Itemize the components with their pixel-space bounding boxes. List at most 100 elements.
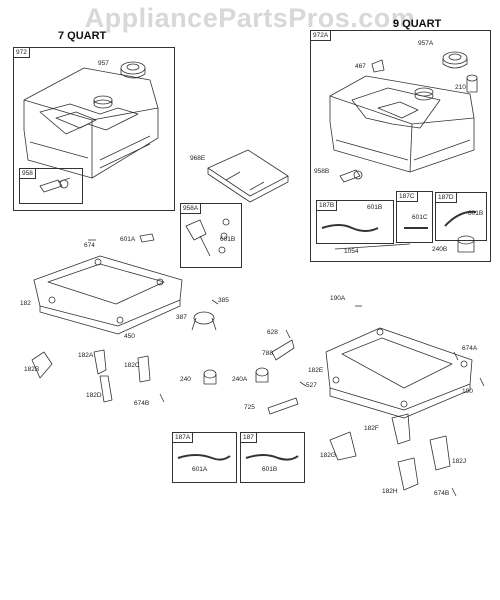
box-972-tag: 972 <box>14 48 30 58</box>
box-187C: 187C <box>396 191 433 243</box>
label-674B-b: 674B <box>434 490 450 497</box>
fuel-cap-957A <box>442 51 468 69</box>
label-210: 210 <box>455 84 466 91</box>
tie-1054 <box>334 243 411 250</box>
label-527: 527 <box>306 382 317 389</box>
fuel-tank-7-quart <box>23 67 159 179</box>
label-190A: 190A <box>330 295 346 302</box>
fuel-tank-9-quart <box>329 75 475 173</box>
label-725: 725 <box>244 404 255 411</box>
label-601B-c: 601B <box>220 236 236 243</box>
label-450: 450 <box>124 333 135 340</box>
label-968E: 968E <box>190 155 206 162</box>
label-190: 190 <box>462 388 473 395</box>
label-1054: 1054 <box>344 248 359 255</box>
box-187D: 187D <box>435 192 487 241</box>
label-182J: 182J <box>452 458 467 465</box>
box-187C-tag: 187C <box>397 192 418 202</box>
box-187: 187 <box>240 432 305 483</box>
label-601A-b: 601A <box>192 466 208 473</box>
hose-187B <box>321 224 379 232</box>
screw-674A <box>453 351 459 361</box>
screw-385 <box>211 299 219 305</box>
hose-725 <box>267 397 299 415</box>
bracket-182B <box>31 351 53 379</box>
box-972A: 972A <box>310 30 491 262</box>
frame-182 <box>33 255 183 335</box>
filter-240B <box>457 235 475 253</box>
hose-187D <box>444 210 477 227</box>
shutoff-valve-958B <box>339 169 363 183</box>
label-182D: 182D <box>86 392 102 399</box>
screw-628 <box>285 329 291 339</box>
shutoff-valve-958A <box>185 218 230 257</box>
label-182C: 182C <box>124 362 140 369</box>
label-182A: 182A <box>78 352 94 359</box>
box-972: 972 <box>13 47 175 211</box>
box-187A-tag: 187A <box>173 433 194 443</box>
label-601A: 601A <box>120 236 136 243</box>
fuel-cap-957 <box>120 61 146 79</box>
label-628: 628 <box>267 329 278 336</box>
hose-187A <box>177 454 231 461</box>
label-182B: 182B <box>24 366 40 373</box>
hose-187 <box>245 454 299 461</box>
label-467: 467 <box>355 63 366 70</box>
label-240: 240 <box>180 376 191 383</box>
label-601C: 601C <box>412 214 428 221</box>
valve-387 <box>191 311 217 331</box>
box-187B-tag: 187B <box>317 201 338 211</box>
box-958A: 958A <box>180 203 242 268</box>
label-957: 957 <box>98 60 109 67</box>
clip-467 <box>371 59 385 73</box>
clamp-527 <box>299 381 307 387</box>
label-385: 385 <box>218 297 229 304</box>
box-958: 958 <box>19 168 83 204</box>
label-957A: 957A <box>418 40 434 47</box>
bracket-182D <box>99 375 113 403</box>
label-182H: 182H <box>382 488 398 495</box>
screw-674B <box>159 393 165 403</box>
bracket-182H <box>397 457 419 491</box>
label-182: 182 <box>20 300 31 307</box>
label-788: 788 <box>262 350 273 357</box>
box-958A-tag: 958A <box>181 204 202 214</box>
cover-968E <box>207 149 289 203</box>
label-182F: 182F <box>364 425 379 432</box>
screw-674B-b <box>451 487 457 497</box>
box-958-tag: 958 <box>20 169 36 179</box>
box-187D-tag: 187D <box>436 193 457 203</box>
label-182E: 182E <box>308 367 324 374</box>
label-958B: 958B <box>314 168 330 175</box>
label-387: 387 <box>176 314 187 321</box>
label-674A: 674A <box>462 345 478 352</box>
filter-240 <box>203 369 217 385</box>
label-240A: 240A <box>232 376 248 383</box>
label-601B-d: 601B <box>262 466 278 473</box>
bracket-182A <box>93 349 107 375</box>
frame-182E <box>325 327 473 419</box>
label-674B: 674B <box>134 400 150 407</box>
label-601B-a: 601B <box>367 204 383 211</box>
gauge-210 <box>466 74 478 93</box>
bracket-182J <box>429 435 451 471</box>
watermark: AppliancePartsPros.com <box>84 3 416 33</box>
shutoff-valve-958 <box>39 177 71 193</box>
box-972A-tag: 972A <box>311 31 332 41</box>
screw-190 <box>479 377 485 387</box>
box-187A: 187A <box>172 432 237 483</box>
box-187-tag: 187 <box>241 433 257 443</box>
label-601B-b: 601B <box>468 210 484 217</box>
label-674: 674 <box>84 242 95 249</box>
title-7-quart: 7 QUART <box>58 30 107 42</box>
bracket-788 <box>271 339 295 361</box>
clip-601A <box>139 233 155 243</box>
bracket-182G <box>329 431 357 461</box>
bracket-182F <box>391 413 411 445</box>
label-182G: 182G <box>320 452 336 459</box>
label-240B: 240B <box>432 246 448 253</box>
filter-240A <box>255 367 269 383</box>
bracket-182C <box>137 355 151 383</box>
title-9-quart: 9 QUART <box>393 18 442 30</box>
